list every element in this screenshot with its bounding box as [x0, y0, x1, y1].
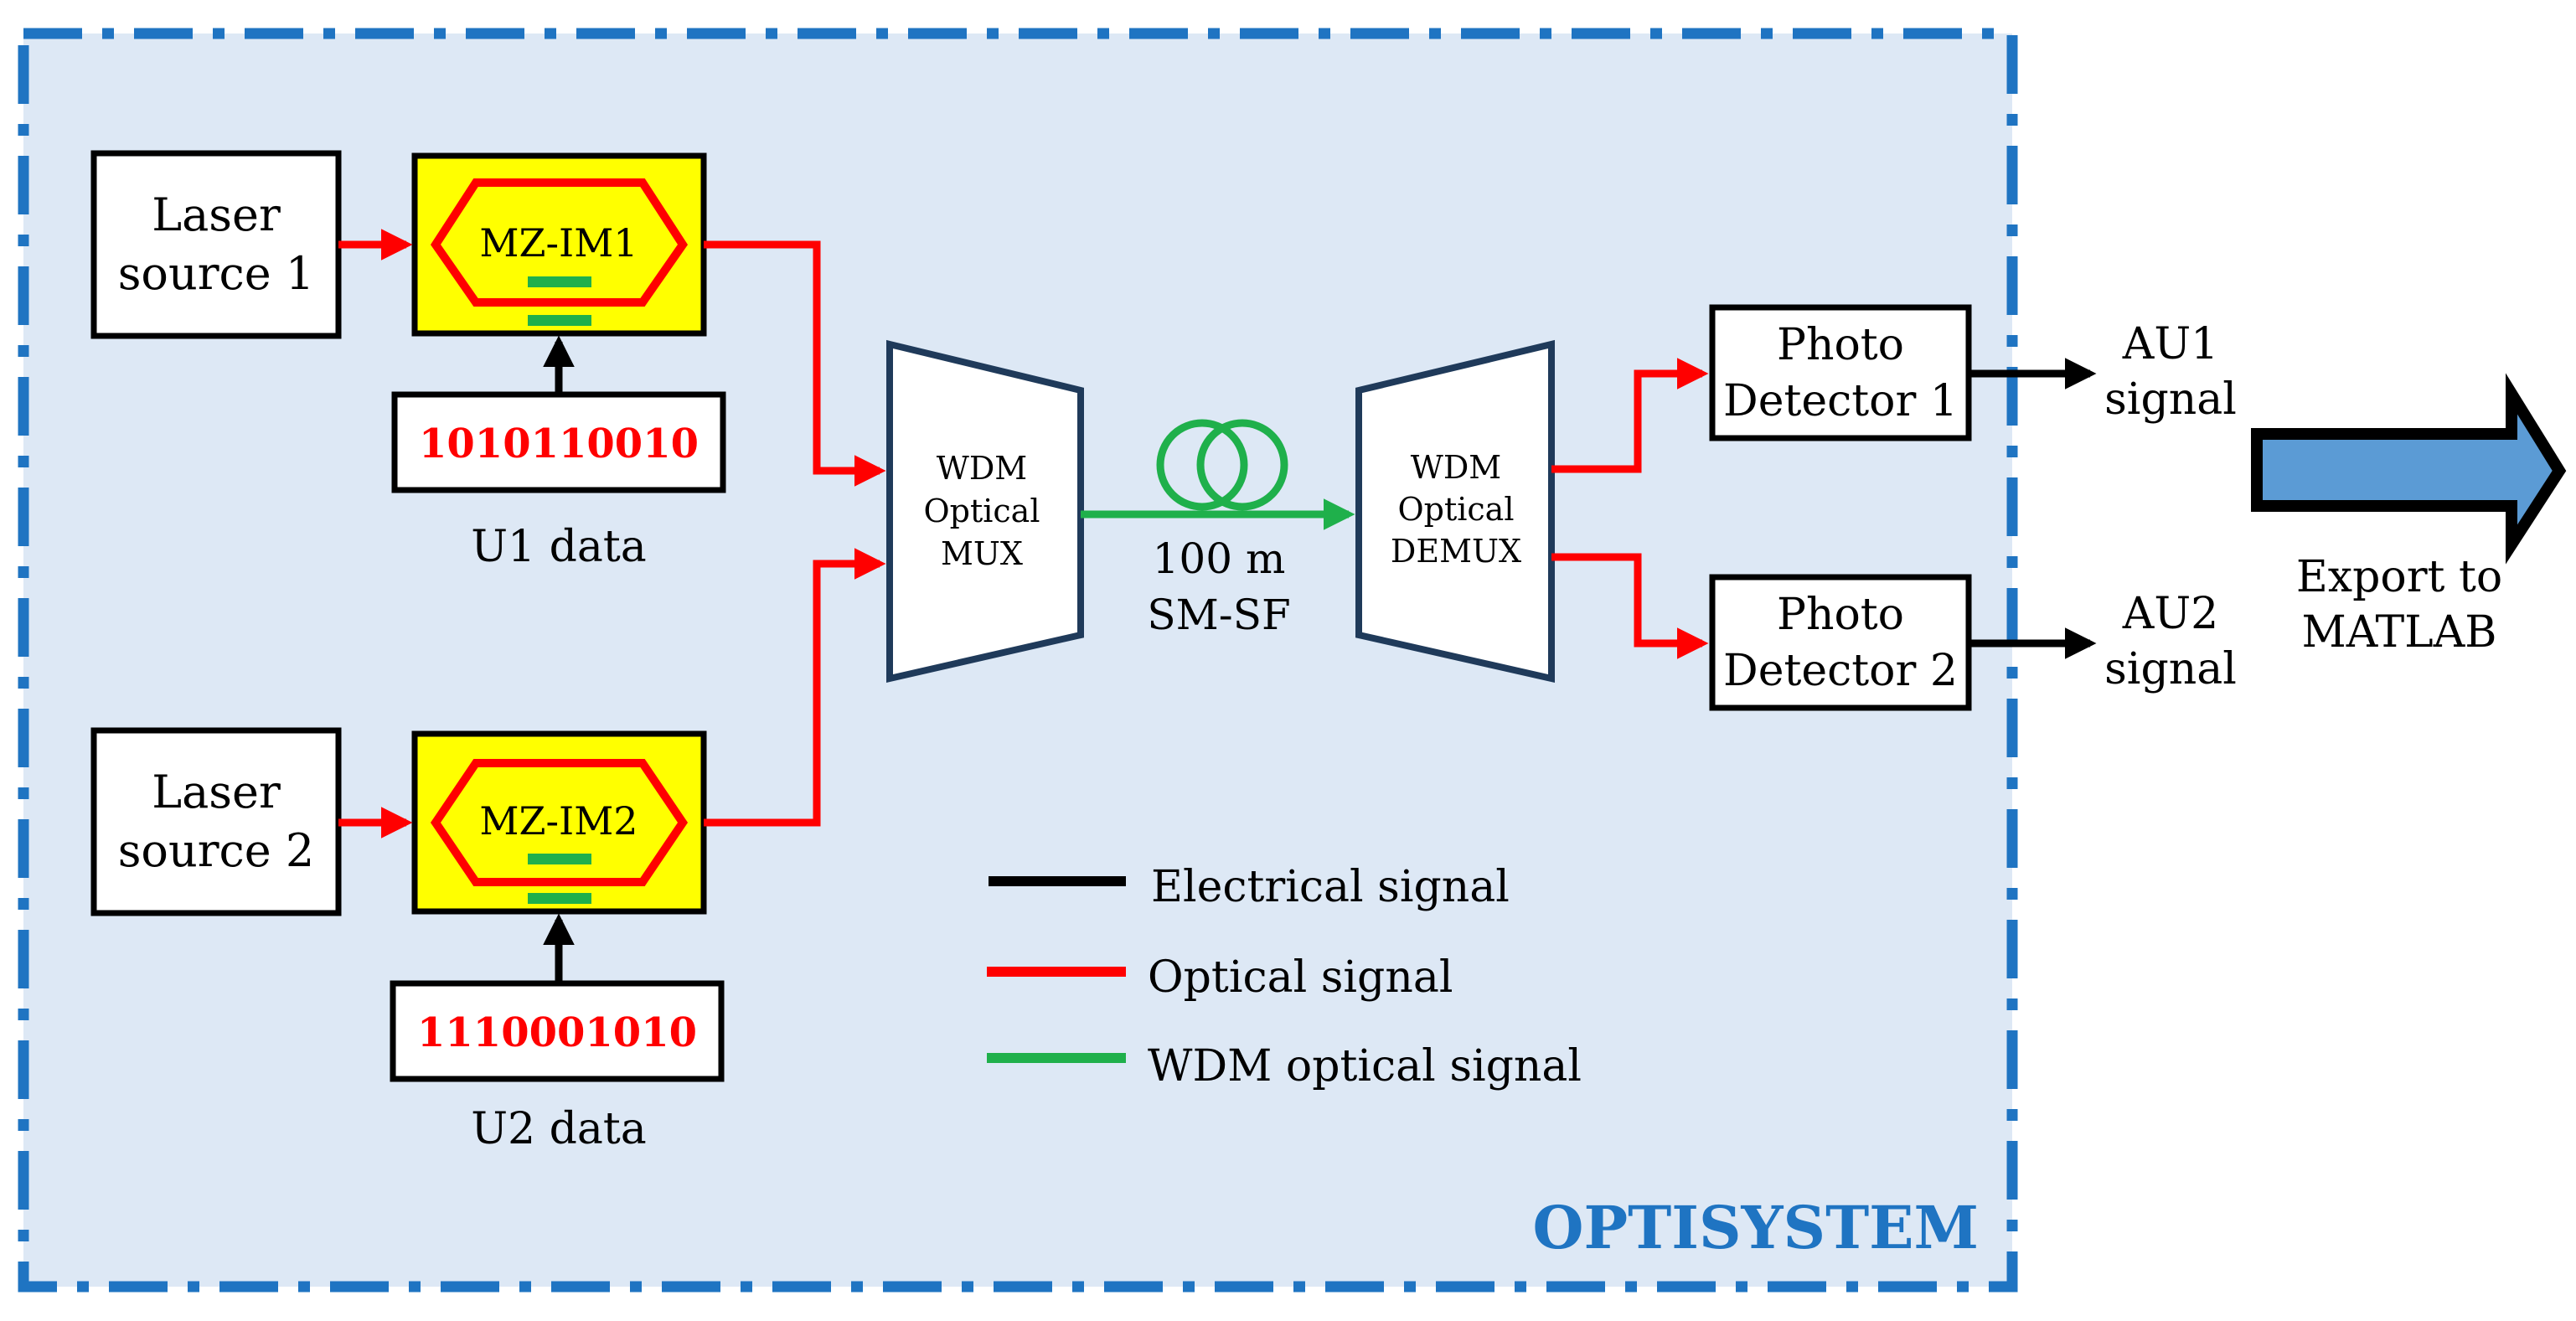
legend-wdm-label: WDM optical signal	[1148, 1041, 1582, 1091]
pd2-line1: Photo	[1777, 590, 1904, 640]
data-1-caption: U1 data	[471, 522, 647, 572]
legend-electrical-label: Electrical signal	[1151, 862, 1510, 912]
mz-modulator-2-label: MZ-IM2	[479, 798, 638, 844]
demux-line3: DEMUX	[1391, 533, 1521, 570]
au2-line2: signal	[2104, 644, 2237, 694]
au1-line2: signal	[2104, 374, 2237, 425]
wdm-mux: WDM Optical MUX	[886, 339, 1084, 684]
arrow-demux-to-pd1	[1551, 358, 1709, 473]
mux-line3: MUX	[941, 535, 1023, 572]
laser-source-1-line2: source 1	[118, 247, 315, 300]
data-1-bits: 1010110010	[419, 421, 699, 467]
panel-title: OPTISYSTEM	[1533, 1193, 1979, 1262]
electrode-2a	[528, 854, 591, 864]
fiber-length-label: 100 m	[1153, 534, 1286, 583]
electrode-1a	[528, 276, 591, 287]
block-arrow-icon	[2251, 373, 2567, 565]
pd1-line1: Photo	[1777, 320, 1904, 370]
legend: Electrical signal Optical signal WDM opt…	[987, 862, 1582, 1091]
au2-line1: AU2	[2122, 589, 2218, 639]
export-line2: MATLAB	[2302, 607, 2497, 658]
wdm-demux: WDM Optical DEMUX	[1355, 339, 1555, 684]
arrow-demux-to-pd2	[1551, 553, 1709, 659]
demux-line1: WDM	[1411, 449, 1501, 486]
data-2-bits: 1110001010	[417, 1009, 697, 1056]
mz-modulator-1-label: MZ-IM1	[479, 220, 638, 266]
laser-source-1: Laser source 1	[90, 150, 342, 339]
fiber-coil-icon	[1156, 419, 1288, 511]
photo-detector-2: Photo Detector 2	[1709, 574, 1972, 711]
data-2-caption: U2 data	[471, 1104, 647, 1154]
legend-optical-label: Optical signal	[1148, 952, 1453, 1003]
arrow-mzim2-to-mux	[704, 548, 886, 827]
demux-line2: Optical	[1398, 491, 1515, 528]
pd1-line2: Detector 1	[1723, 376, 1958, 426]
electrode-2b	[528, 893, 591, 904]
data-box-1: 1010110010	[391, 391, 726, 493]
photo-detector-1: Photo Detector 1	[1709, 304, 1972, 441]
electrode-1b	[528, 315, 591, 326]
export-line1: Export to	[2296, 552, 2502, 602]
laser-source-2-line2: source 2	[118, 824, 315, 877]
mux-line1: WDM	[937, 450, 1027, 487]
laser-source-2: Laser source 2	[90, 727, 342, 916]
au1-line1: AU1	[2122, 319, 2218, 369]
mux-line2: Optical	[924, 493, 1040, 529]
pd2-line2: Detector 2	[1723, 646, 1958, 696]
arrow-mzim1-to-mux	[704, 240, 886, 487]
fiber-type-label: SM-SF	[1147, 591, 1290, 639]
laser-source-1-line1: Laser	[152, 188, 281, 241]
laser-source-2-line1: Laser	[152, 766, 281, 818]
data-box-2: 1110001010	[390, 980, 725, 1082]
mz-modulator-2: MZ-IM2	[411, 730, 707, 915]
mz-modulator-1: MZ-IM1	[411, 152, 707, 337]
